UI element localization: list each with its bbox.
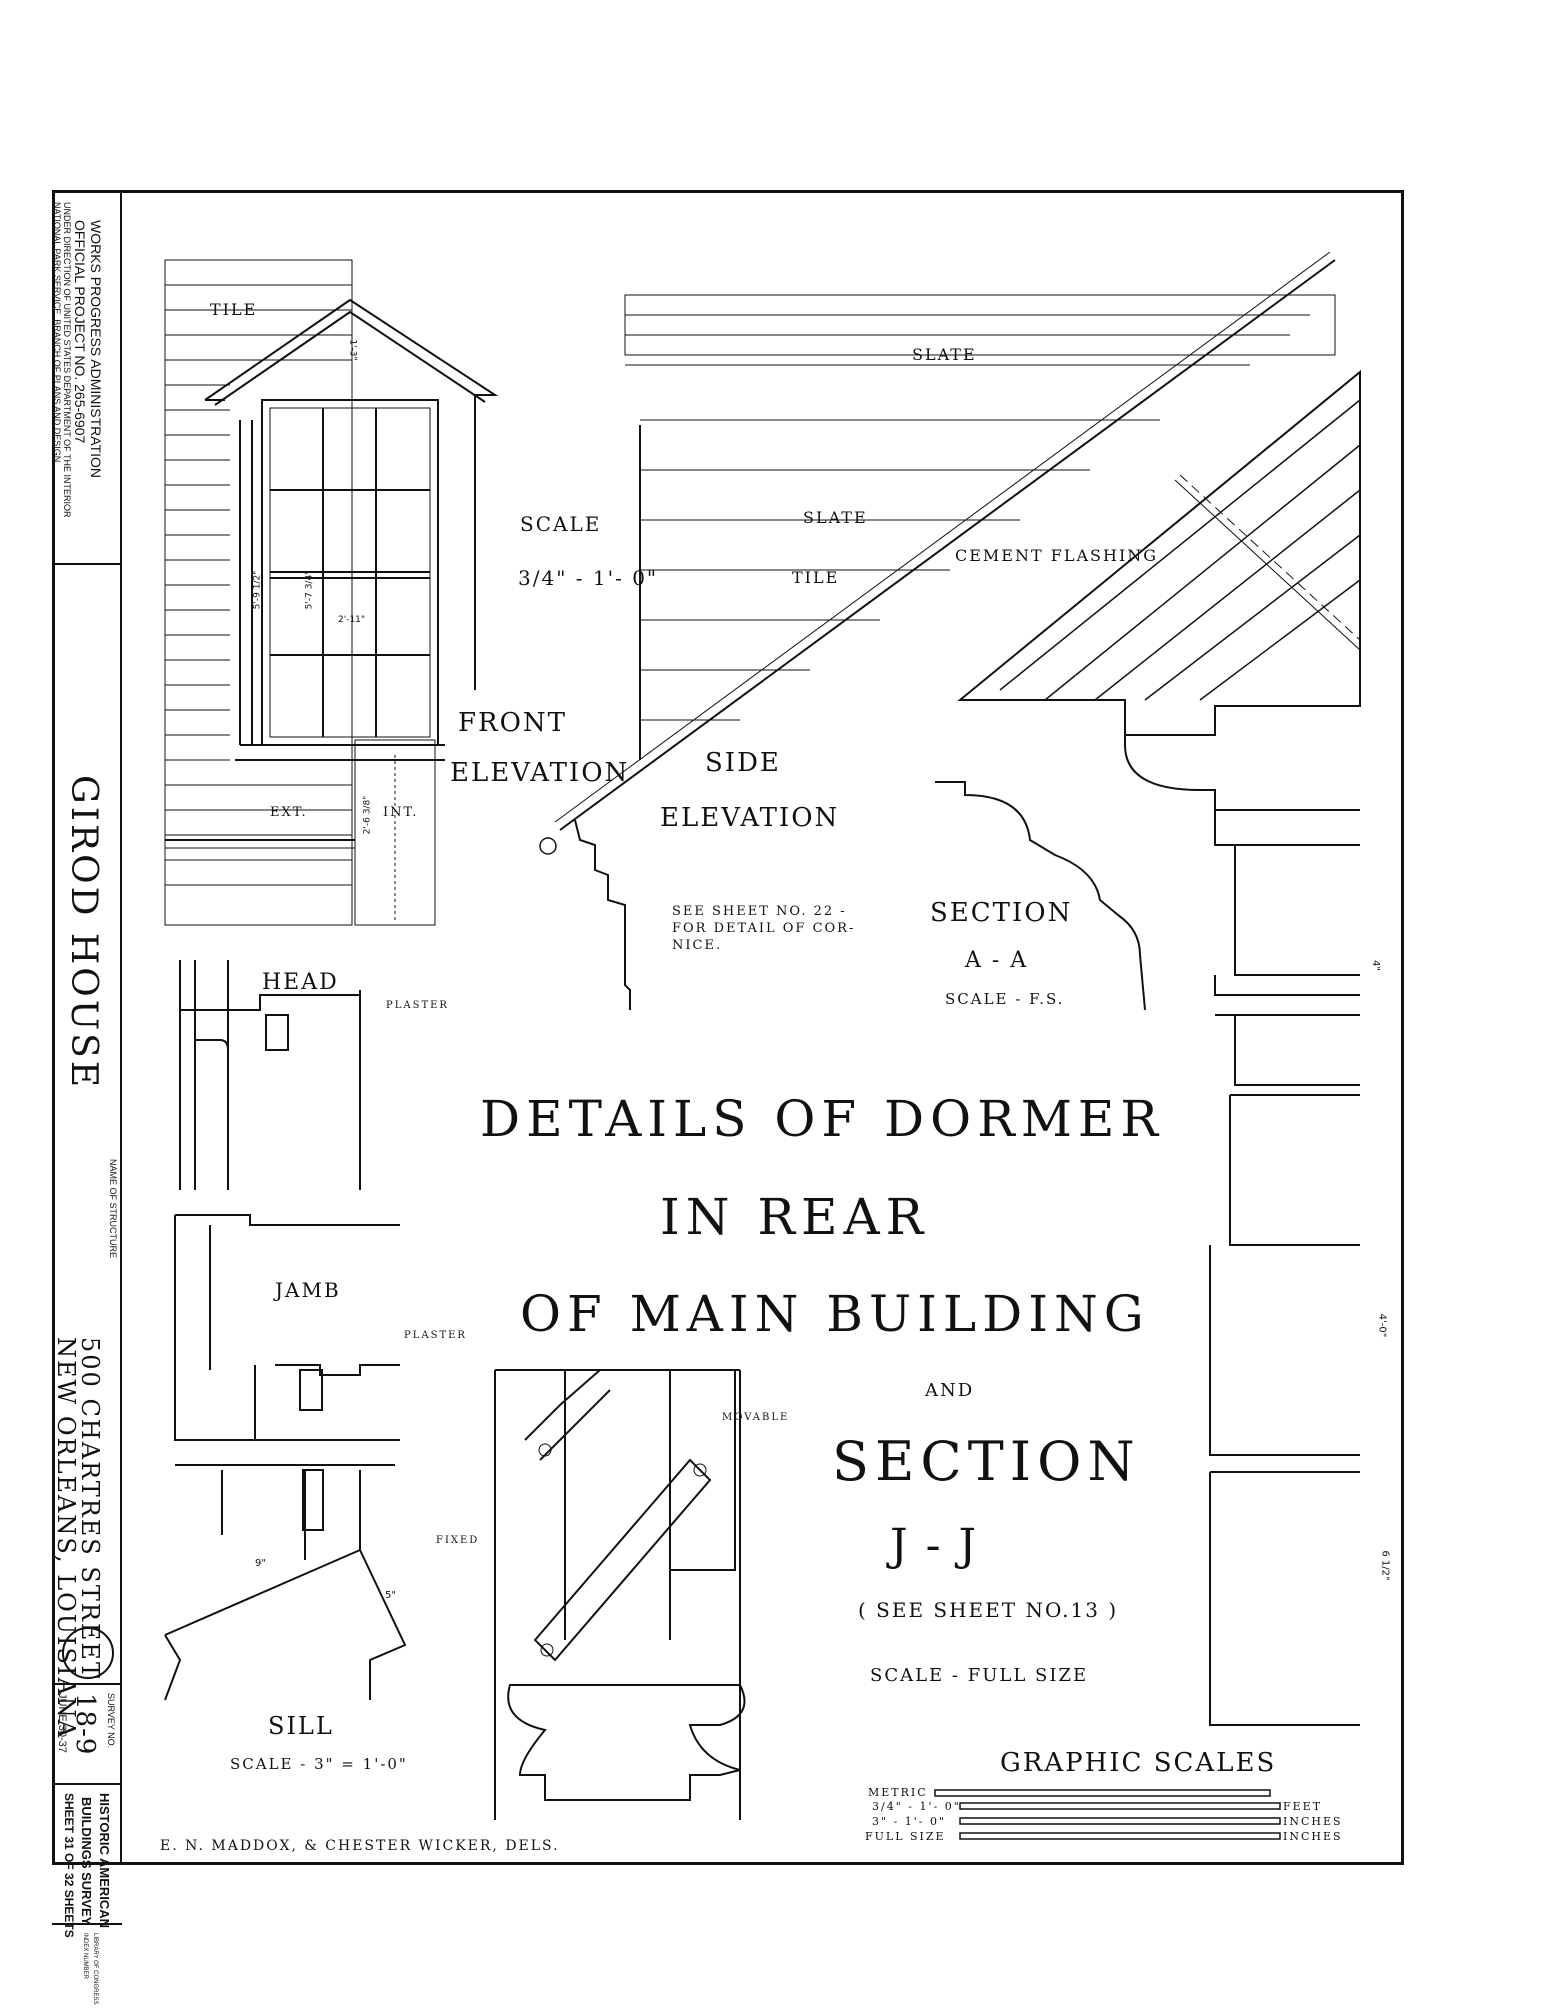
dim-10: 5" <box>385 1590 396 1601</box>
section-aa-profile <box>935 781 1146 1011</box>
jamb-title: JAMB <box>275 1278 341 1302</box>
section-aa-scale: SCALE - F.S. <box>945 990 1065 1008</box>
see-sheet-22-line-1: SEE SHEET NO. 22 - <box>672 904 847 919</box>
see-sheet-22-note: SEE SHEET NO. 22 - FOR DETAIL OF COR- NI… <box>672 903 855 954</box>
see-sheet-13: ( SEE SHEET NO.13 ) <box>858 1598 1119 1622</box>
dim-4: 2'-11" <box>338 615 366 625</box>
structure-cell: GIROD HOUSE NAME OF STRUCTURE 500 CHARTR… <box>52 565 122 1739</box>
graphic-scales-title: GRAPHIC SCALES <box>1000 1748 1277 1778</box>
section-jj-title: SECTION <box>832 1430 1141 1493</box>
rafter-lines <box>999 399 1361 701</box>
scale-unit-3: INCHES <box>1283 1830 1343 1843</box>
sill-detail <box>164 1464 407 1701</box>
side-elevation-title-1: SIDE <box>705 748 781 778</box>
see-sheet-22-line-3: NICE. <box>672 938 723 953</box>
main-title-1: DETAILS OF DORMER <box>480 1090 1165 1148</box>
section-jj-detail <box>494 1369 746 1820</box>
dim-5: 2'-6 3/8" <box>362 795 373 835</box>
side-elevation <box>539 251 1336 1010</box>
dim-3: 5'-7 3/4" <box>304 570 315 610</box>
seal <box>62 1627 114 1679</box>
loc-line-2: INDEX NUMBER <box>82 1933 88 1980</box>
delineators-credit: E. N. MADDOX, & CHESTER WICKER, DELS. <box>160 1838 560 1854</box>
see-sheet-22-line-2: FOR DETAIL OF COR- <box>672 921 856 936</box>
movable-label: MOVABLE <box>722 1412 790 1423</box>
sill-scale: SCALE - 3" = 1'-0" <box>230 1755 408 1773</box>
scale-row-2: 3" - 1'- 0" <box>872 1815 947 1828</box>
head-title: HEAD <box>262 970 339 995</box>
front-elevation-title-2: ELEVATION <box>450 758 630 788</box>
scale-row-1: 3/4" - 1'- 0" <box>872 1800 961 1813</box>
scale-metric: METRIC <box>868 1786 928 1799</box>
dim-2: 5'-9 1/2" <box>252 570 263 610</box>
dim-8: 6 1/2" <box>1379 1550 1391 1581</box>
ext-label: EXT. <box>270 805 308 820</box>
cement-flashing-label: CEMENT FLASHING <box>955 546 1159 565</box>
window-muntins <box>270 408 430 737</box>
scale-full-size: SCALE - FULL SIZE <box>870 1665 1089 1686</box>
loc-line-1: LIBRARY OF CONGRESS <box>92 1933 98 2005</box>
loc-cell: LIBRARY OF CONGRESS INDEX NUMBER <box>52 1925 122 2015</box>
slate-label: SLATE <box>912 345 977 364</box>
sill-title: SILL <box>268 1712 334 1740</box>
side-elevation-title-2: ELEVATION <box>660 803 840 833</box>
scale-unit-2: INCHES <box>1283 1815 1343 1828</box>
drawing-linework <box>164 251 1361 1840</box>
dim-9: 9" <box>255 1558 266 1569</box>
fixed-label: FIXED <box>436 1535 480 1546</box>
main-title-2: IN REAR <box>660 1188 930 1246</box>
survey-cell: SURVEY NO. 18-9 JUNE 30-37 <box>52 1685 122 1785</box>
dim-7: 4'-0" <box>1376 1313 1388 1338</box>
int-label: INT. <box>383 805 419 820</box>
sheet-border <box>52 190 1404 1865</box>
section-aa-title: SECTION <box>930 898 1073 928</box>
tile-label-2: TILE <box>792 568 840 587</box>
graphic-scale-bars <box>934 1789 1281 1840</box>
dim-1: 1'-3" <box>347 339 358 361</box>
slate-label-2: SLATE <box>803 508 868 527</box>
tile-label: TILE <box>210 300 258 319</box>
agency-cell: WORKS PROGRESS ADMINISTRATION OFFICIAL P… <box>52 190 122 565</box>
section-aa-id: A - A <box>965 948 1029 973</box>
scale-value: 3/4" - 1'- 0" <box>518 566 659 590</box>
main-title-3: OF MAIN BUILDING <box>520 1285 1150 1343</box>
front-brick-courses <box>165 284 352 886</box>
side-slate-courses <box>625 314 1310 721</box>
dim-6: 4" <box>1369 960 1381 971</box>
and-label: AND <box>925 1380 975 1401</box>
plaster-label: PLASTER <box>386 1000 449 1011</box>
plaster-label-2: PLASTER <box>404 1330 467 1341</box>
jamb-detail <box>174 1214 400 1441</box>
front-elevation <box>164 259 499 926</box>
scale-row-3: FULL SIZE <box>865 1830 946 1843</box>
scale-unit-1: FEET <box>1283 1800 1323 1813</box>
scale-word: SCALE <box>520 512 602 536</box>
front-elevation-title-1: FRONT <box>458 708 568 738</box>
section-aa-large <box>957 369 1361 1726</box>
head-detail <box>179 960 361 1190</box>
section-jj-id: J - J <box>890 1520 979 1571</box>
